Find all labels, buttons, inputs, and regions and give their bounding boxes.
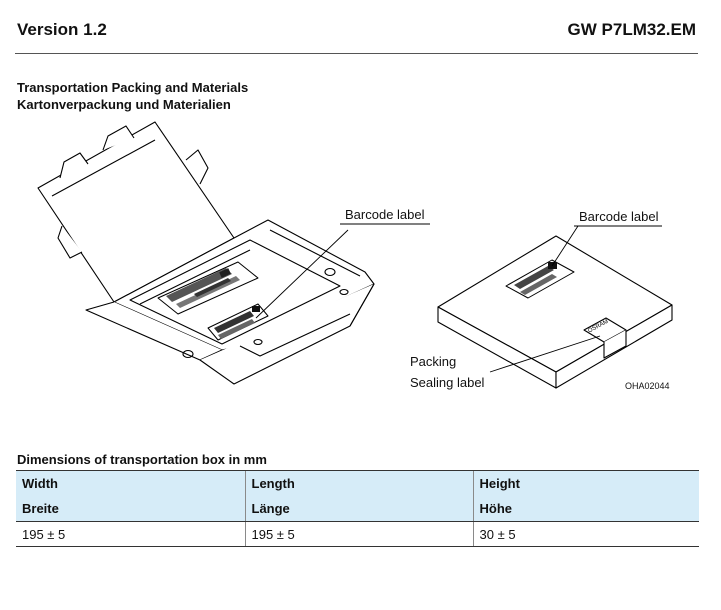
header-hoehe: Höhe (472, 496, 699, 522)
right-edge (349, 283, 375, 327)
header-divider (15, 53, 698, 54)
header-laenge: Länge (244, 496, 473, 522)
header-height: Height (472, 470, 699, 496)
packing-illustration: Barcode label OSRAM Barcode label Packin… (37, 121, 673, 391)
table-header-row-english: Width Length Height (16, 470, 699, 496)
dimensions-title: Dimensions of transportation box in mm (17, 452, 267, 467)
hole-right (339, 288, 349, 296)
width-value: 195 ± 5 (16, 521, 245, 547)
hole-back (324, 267, 336, 277)
closed-box-drawing: OSRAM (437, 225, 673, 389)
lid-tab-top-left (59, 152, 89, 179)
header-breite: Breite (16, 496, 245, 522)
lid-tab-right (185, 149, 209, 185)
front-wall-inner (239, 313, 351, 357)
closed-box-barcode-label (505, 259, 575, 299)
open-box-drawing (37, 121, 430, 385)
open-box-leader-line (255, 229, 349, 319)
packing-caption: Packing (410, 354, 456, 369)
header-width: Width (16, 470, 245, 496)
section-title: Transportation Packing and Materials Kar… (17, 79, 248, 113)
hole-front (182, 349, 194, 359)
seal-leader-line (489, 335, 601, 373)
lid-tab-top-right (102, 125, 135, 151)
figure-code: OHA02044 (625, 381, 670, 391)
inner-pad-crease (139, 249, 251, 305)
closed-box-leader-line (551, 225, 579, 267)
document-version: Version 1.2 (17, 20, 107, 39)
table-row: 195 ± 5 195 ± 5 30 ± 5 (16, 521, 699, 547)
section-title-english: Transportation Packing and Materials (17, 80, 249, 95)
dimensions-table: Width Length Height Breite Länge Höhe 19… (16, 470, 699, 547)
tray-info-label (157, 261, 259, 315)
table-header-row-german: Breite Länge Höhe (16, 496, 699, 522)
front-flap (85, 301, 223, 361)
lid-fold-line (51, 139, 156, 197)
back-wall-fold (269, 229, 361, 277)
sealing-label-caption: Sealing label (410, 375, 485, 390)
closed-box-barcode-caption: Barcode label (579, 209, 659, 224)
height-value: 30 ± 5 (472, 521, 699, 547)
hole-inner (253, 338, 263, 346)
tray-barcode-label (207, 303, 269, 341)
header-length: Length (244, 470, 473, 496)
lid-tab-left (57, 225, 83, 259)
length-value: 195 ± 5 (244, 521, 473, 547)
open-box-inner-pad (129, 239, 341, 345)
open-box-barcode-caption: Barcode label (345, 207, 425, 222)
product-code: GW P7LM32.EM (567, 20, 696, 39)
section-title-german: Kartonverpackung und Materialien (17, 97, 231, 112)
closed-box-top (437, 235, 673, 373)
